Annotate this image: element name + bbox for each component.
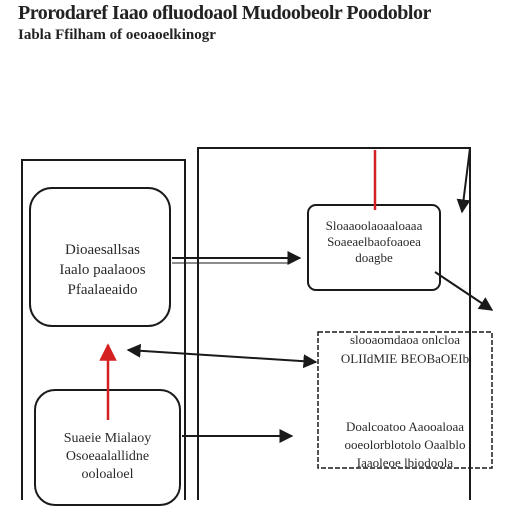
box-bottom-left-label: Suaeie Mialaoy Osoeaalallidne ooloaloel xyxy=(45,430,170,484)
box-top-right-line-3: doagbe xyxy=(355,250,393,265)
box-top-left xyxy=(29,187,171,327)
diagram-subtitle: Iabla Ffilham of oeoaoelkinogr xyxy=(18,27,216,43)
box-top-left-line-1: Dioaesallsas xyxy=(65,242,140,258)
box-bottom-right-line-3: Doalcoatoo Aaooaloaa xyxy=(345,419,465,434)
arrow-frame-corner-down xyxy=(456,147,471,214)
box-top-left-line-3: Pfaalaeaido xyxy=(67,282,138,298)
header: Prorodaref Iaao ofluodoaol Mudoobeolr Po… xyxy=(18,2,488,46)
box-bottom-left-line-2: Osoeaalallidne xyxy=(65,449,150,464)
left-frame xyxy=(21,159,186,500)
box-bottom-right-top-label: slooaomdaoa onlcloa OLIIdMIE BEOBaOEIb xyxy=(320,330,490,368)
diagram-title: Prorodaref Iaao ofluodoaol Mudoobeolr Po… xyxy=(18,2,431,24)
box-bottom-right-line-5: Iaaoleoe lbiodoola xyxy=(356,455,454,470)
box-top-left-line-2: Iaalo paalaoos xyxy=(59,262,146,278)
box-bottom-right-line-1: slooaomdaoa onlcloa xyxy=(349,332,461,347)
box-top-right-line-1: Sloaaoolaoaaloaaa xyxy=(325,218,423,233)
box-bottom-right-bottom-label: Doalcoatoo Aaooaloaa ooeolorblotolo Oaal… xyxy=(320,418,490,472)
box-bottom-right-line-4: ooeolorblotolo Oaalblo xyxy=(344,437,466,452)
box-top-right-line-2: Soaeaelbaofoaoea xyxy=(327,234,421,249)
box-bottom-right-line-2: OLIIdMIE BEOBaOEIb xyxy=(340,351,470,366)
right-frame xyxy=(197,147,471,500)
arrow-bidirectional xyxy=(126,343,318,369)
box-top-left-label: Dioaesallsas Iaalo paalaoos Pfaalaeaido xyxy=(40,240,165,300)
box-bottom-left-line-3: ooloaloel xyxy=(81,467,134,482)
box-top-right-label: Sloaaoolaoaaloaaa Soaeaelbaofoaoea doagb… xyxy=(312,218,436,266)
box-bottom-right xyxy=(317,331,493,469)
box-bottom-left-line-1: Suaeie Mialaoy xyxy=(63,431,152,446)
arrow-topright-to-bottomright xyxy=(434,271,494,311)
